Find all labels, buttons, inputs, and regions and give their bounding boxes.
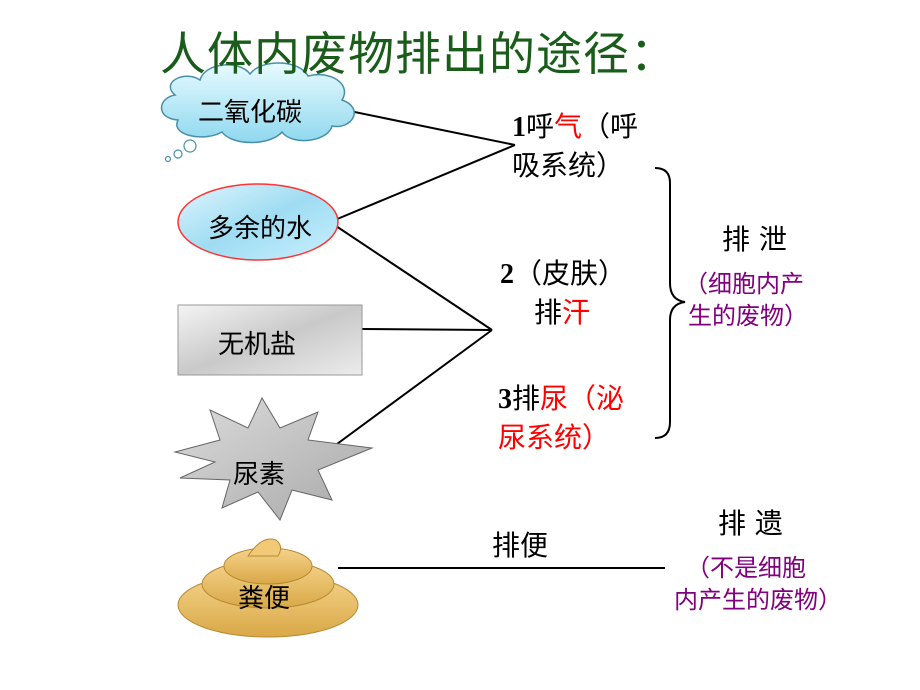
feces-pile-shape	[177, 538, 359, 638]
route-2-sweating: 2（皮肤） 排汗	[500, 255, 626, 332]
line-water-to-breath	[329, 144, 516, 223]
category-egestion-note-1: （不是细胞	[686, 554, 806, 582]
route-1-number: 1	[512, 112, 526, 143]
label-urea: 尿素	[233, 460, 286, 490]
route-1-text-b: 气	[554, 110, 583, 143]
category-excretion-note-2: 生的废物）	[688, 302, 808, 330]
co2-cloud-shape	[160, 62, 355, 163]
urea-burst-shape	[173, 396, 374, 521]
connector-lines	[317, 107, 665, 569]
route-4-defecation: 排便	[492, 529, 549, 562]
route-1-line2: 吸系统）	[512, 149, 625, 182]
page-title: 人体内废物排出的途径：	[160, 27, 677, 81]
route-2-text-a: 排	[534, 296, 563, 329]
route-1-text-a: 呼	[526, 110, 555, 143]
route-3-urination: 3排尿（泌 尿系统）	[498, 380, 624, 457]
route-3-number: 3	[498, 384, 512, 415]
line-salt-to-sweat	[361, 328, 493, 331]
line-co2-to-breath	[334, 107, 516, 146]
route-1-text-c: （呼	[582, 110, 639, 143]
label-feces: 粪便	[238, 584, 291, 614]
category-egestion-note-2: 内产生的废物）	[674, 586, 842, 614]
excretion-brace	[654, 167, 686, 439]
line-water-to-sweat	[329, 221, 493, 331]
route-3-line2: 尿系统）	[498, 421, 611, 454]
salt-rect-shape	[177, 304, 363, 376]
route-2-number: 2	[500, 259, 514, 290]
category-excretion-note-1: （细胞内产	[684, 270, 804, 298]
line-urea-to-sweat	[317, 329, 493, 459]
category-egestion: 排 遗	[718, 507, 783, 540]
route-2-text-b: 汗	[562, 296, 591, 329]
label-water: 多余的水	[208, 214, 313, 244]
route-1-breathing: 1呼气（呼 吸系统）	[512, 108, 638, 185]
category-excretion: 排 泄	[722, 223, 787, 256]
route-3-text-a: 排	[512, 382, 541, 415]
water-ellipse-shape	[177, 183, 339, 261]
route-3-text-b: 尿（泌	[540, 382, 625, 415]
label-salt: 无机盐	[218, 330, 297, 360]
label-co2: 二氧化碳	[198, 98, 303, 128]
route-2-line1: （皮肤）	[514, 257, 627, 290]
